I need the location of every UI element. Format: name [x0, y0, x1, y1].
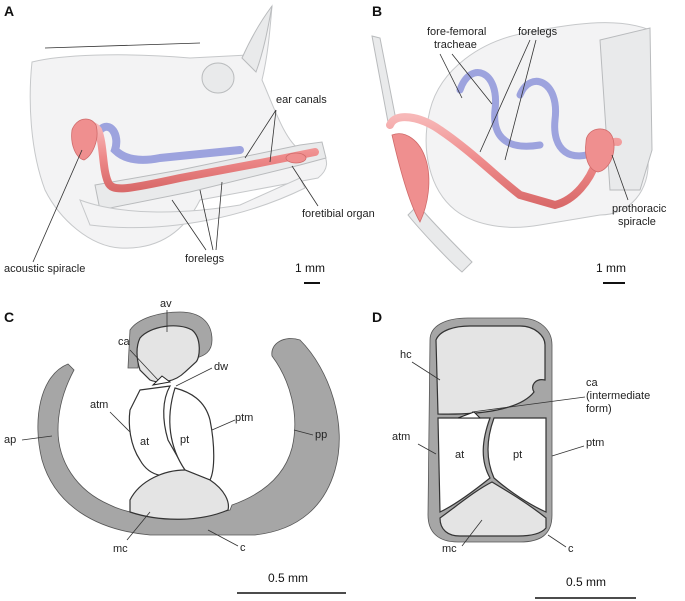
panel-c-mc-leader: [126, 511, 151, 541]
panel-c-mc-chamber: [129, 469, 230, 520]
panel-d-ptm-leader: [551, 445, 585, 457]
panel-c-ptm-leader: [211, 419, 236, 431]
panel-a-label-ear-canals: ear canals: [276, 94, 327, 106]
panel-a-acoustic-spiracle-shape: [71, 118, 98, 161]
panel-c-scalebar-label: 0.5 mm: [268, 571, 308, 585]
panel-d-label-atm: atm: [392, 431, 410, 443]
panel-c-ap-leader: [21, 435, 53, 441]
panel-c: C av ca dw ap atm at pt ptm pp mc c 0.5: [4, 298, 346, 594]
panel-a-label-acoustic-spiracle: acoustic spiracle: [4, 263, 85, 275]
panel-b-blue-trachea-1: [456, 69, 544, 150]
panel-b-blue-trachea-2: [516, 77, 604, 160]
panel-b-label-fore-femoral-2: tracheae: [434, 39, 477, 51]
panel-d-label-mc: mc: [442, 543, 457, 555]
panel-d-scalebar-label: 0.5 mm: [566, 575, 606, 589]
panel-d-letter: D: [372, 309, 382, 325]
panel-d-ca-leader: [471, 396, 586, 413]
panel-a-scalebar-label: 1 mm: [295, 261, 325, 275]
panel-c-av-chamber: [136, 325, 200, 383]
panel-a-horn: [241, 5, 273, 73]
panel-b-acoustic-spiracle-shape: [391, 133, 430, 223]
panel-c-ca-valve: [151, 375, 172, 386]
panel-d-atm-leader: [417, 443, 437, 455]
panel-b-lower-leg: [407, 204, 473, 273]
panel-a-foretibial-leader: [291, 165, 319, 207]
panel-a-lower-legs: [79, 177, 306, 229]
panel-b-label-prothoracic-1: prothoracic: [612, 203, 667, 215]
panel-d: D hc ca (intermediate form) atm at pt pt…: [372, 309, 650, 599]
panel-c-label-pp: pp: [315, 429, 327, 441]
panel-b-label-prothoracic-2: spiracle: [618, 216, 656, 228]
panel-b-forelegs-leader: [479, 39, 537, 161]
panel-a-ear-canals-leader: [244, 109, 277, 163]
panel-d-hc-leader: [411, 361, 441, 381]
panel-a: A ear canals foretibial organ forelegs a…: [4, 3, 375, 284]
panel-d-label-hc: hc: [400, 349, 412, 361]
panel-d-mc-leader: [461, 519, 483, 547]
panel-b-label-forelegs: forelegs: [518, 26, 558, 38]
panel-c-label-pt: pt: [180, 434, 189, 446]
panel-c-letter: C: [4, 309, 14, 325]
panel-c-c-leader: [207, 529, 239, 547]
panel-c-pp-leader: [293, 429, 314, 436]
panel-c-label-dw: dw: [214, 361, 228, 373]
panel-c-atm-leader: [109, 411, 131, 433]
panel-b-fore-femoral-leader: [439, 53, 493, 105]
panel-a-blue-trachea: [96, 122, 244, 164]
panel-d-mc-chamber: [439, 481, 547, 537]
panel-b-prothoracic-leader: [611, 154, 629, 201]
panel-c-label-ap: ap: [4, 434, 16, 446]
panel-a-foretibial-organ-shape: [285, 152, 307, 164]
panel-d-hc-chamber: [435, 325, 546, 415]
panel-c-outer-ring: [37, 338, 340, 536]
panel-a-forelegs-leader: [171, 181, 223, 251]
panel-a-antenna: [44, 42, 201, 49]
panel-c-label-ca: ca: [118, 336, 131, 348]
panel-c-label-mc: mc: [113, 543, 128, 555]
panel-d-label-c: c: [568, 543, 574, 555]
panel-a-label-foretibial-organ: foretibial organ: [302, 208, 375, 220]
panel-d-at-chamber: [437, 417, 491, 513]
panel-d-label-at: at: [455, 449, 464, 461]
panel-a-label-forelegs: forelegs: [185, 253, 225, 265]
panel-c-dw-leader: [175, 367, 213, 387]
panel-c-ca-leader: [129, 349, 159, 381]
panel-d-label-ptm: ptm: [586, 437, 604, 449]
panel-c-label-at: at: [140, 436, 149, 448]
panel-a-acoustic-leader: [32, 149, 83, 263]
panel-c-label-atm: atm: [90, 399, 108, 411]
panel-b-letter: B: [372, 3, 382, 19]
panel-c-pt-chamber: [169, 387, 215, 481]
panel-d-ca-valve: [457, 411, 482, 419]
panel-d-label-ca-2: (intermediate: [586, 390, 650, 402]
panel-d-c-leader: [547, 534, 567, 548]
panel-b-label-fore-femoral-1: fore-femoral: [427, 26, 486, 38]
panel-b-raised-leg: [371, 35, 397, 123]
panel-b-scalebar-label: 1 mm: [596, 261, 626, 275]
panel-d-label-ca-1: ca: [586, 377, 599, 389]
panel-b-prothoracic-spiracle-shape: [585, 128, 615, 173]
panel-c-label-av: av: [160, 298, 172, 310]
panel-c-label-ptm: ptm: [235, 412, 253, 424]
panel-b: B fore-femoral tracheae forelegs prothor…: [371, 3, 667, 284]
panel-c-label-c: c: [240, 542, 246, 554]
panel-d-label-ca-3: form): [586, 403, 612, 415]
panel-a-eye: [201, 62, 235, 94]
panel-d-label-pt: pt: [513, 449, 522, 461]
panel-a-letter: A: [4, 3, 14, 19]
panel-d-pt-chamber: [487, 417, 547, 513]
